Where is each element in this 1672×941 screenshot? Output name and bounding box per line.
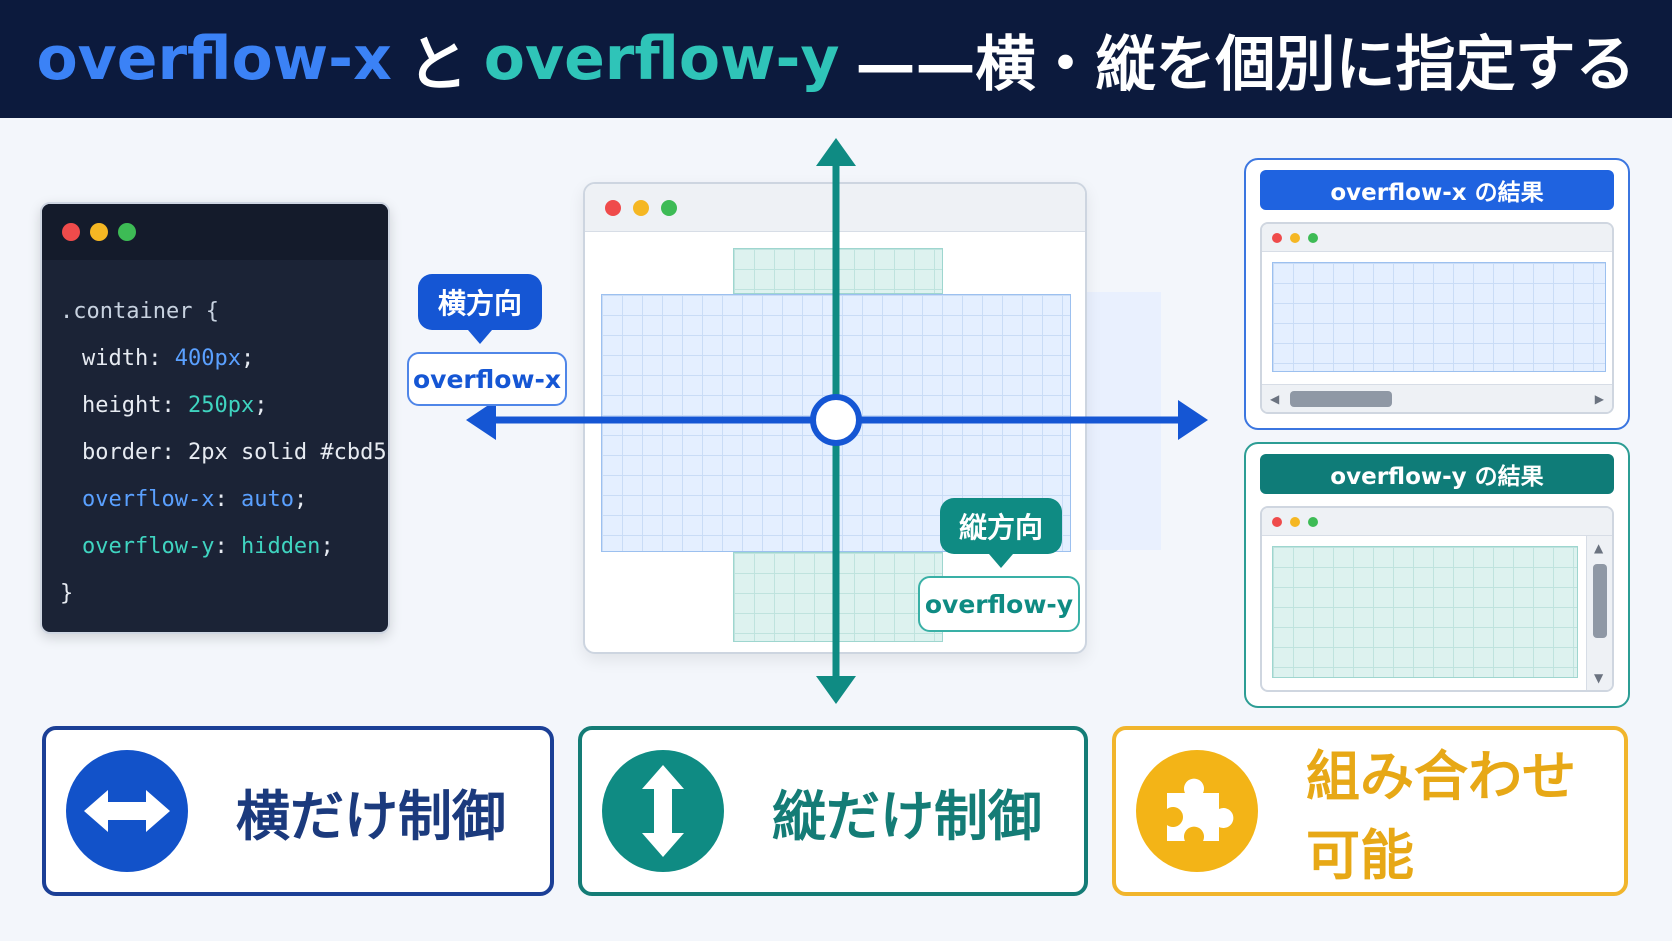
minimize-dot-icon	[1290, 516, 1300, 527]
scroll-up-icon[interactable]: ▲	[1594, 541, 1604, 555]
overflow-y-mini-window: ▲ ▼	[1260, 506, 1614, 692]
maximize-dot-icon	[118, 223, 136, 241]
overflow-x-result-card: overflow-x の結果 ◀ ▶	[1244, 158, 1630, 430]
overflow-x-content-grid	[1272, 262, 1606, 372]
scroll-down-icon[interactable]: ▼	[1594, 671, 1604, 685]
overflow-y-content-grid	[1272, 546, 1578, 678]
code-line-overflow-y: overflow-y: hidden;	[82, 534, 334, 559]
feature-combinable-label: 組み合わせ可能	[1306, 745, 1576, 887]
vertical-content-bottom	[733, 552, 943, 642]
overflow-x-mini-window: ◀ ▶	[1260, 222, 1614, 414]
minimize-dot-icon	[633, 199, 649, 216]
scroll-right-icon[interactable]: ▶	[1594, 392, 1604, 406]
feature-vertical-label: 縦だけ制御	[772, 784, 1042, 848]
overflow-x-tag: overflow-x	[407, 352, 567, 406]
horizontal-arrows-icon	[66, 750, 188, 872]
mini-window-bar	[1262, 224, 1612, 252]
minimize-dot-icon	[90, 223, 108, 241]
right-arrow-icon	[1178, 400, 1208, 440]
horizontal-direction-label: 横方向	[418, 274, 542, 344]
feature-combinable: 組み合わせ可能	[1112, 726, 1628, 896]
overflow-x-result-title: overflow-x の結果	[1260, 170, 1614, 210]
code-line-overflow-x: overflow-x: auto;	[82, 487, 308, 512]
code-line-border: border: 2px solid #cbd5e1;	[82, 440, 388, 465]
mini-window-bar	[1262, 508, 1612, 536]
overflow-y-result-title: overflow-y の結果	[1260, 454, 1614, 494]
up-arrow-icon	[816, 138, 856, 166]
browser-bar	[585, 184, 1085, 232]
left-arrow-icon	[466, 400, 496, 440]
title-rest: ——横・縦を個別に指定する	[855, 29, 1636, 100]
maximize-dot-icon	[1308, 516, 1318, 527]
vertical-scrollbar[interactable]: ▲ ▼	[1586, 536, 1612, 690]
overflow-y-tag: overflow-y	[918, 576, 1080, 632]
feature-horizontal-only: 横だけ制御	[42, 726, 554, 896]
minimize-dot-icon	[1290, 232, 1300, 243]
code-line-height: height: 250px;	[82, 393, 268, 418]
horizontal-scroll-thumb[interactable]	[1290, 391, 1392, 407]
feature-vertical-only: 縦だけ制御	[578, 726, 1088, 896]
overflow-y-result-card: overflow-y の結果 ▲ ▼	[1244, 442, 1630, 708]
page-title: overflow-x と overflow-y ——横・縦を個別に指定する	[0, 0, 1672, 118]
title-overflow-x: overflow-x	[36, 24, 392, 94]
code-panel: .container { width: 400px; height: 250px…	[40, 202, 390, 634]
vertical-content-top	[733, 248, 943, 294]
title-overflow-y: overflow-y	[483, 24, 840, 94]
puzzle-icon	[1136, 750, 1258, 872]
close-dot-icon	[1272, 516, 1282, 527]
code-window-bar	[42, 204, 388, 260]
code-text: .container { width: 400px; height: 250px…	[42, 260, 388, 617]
close-dot-icon	[62, 223, 80, 241]
scroll-left-icon[interactable]: ◀	[1270, 392, 1280, 406]
code-line-close: }	[60, 581, 74, 606]
close-dot-icon	[605, 199, 621, 216]
down-arrow-icon	[816, 676, 856, 704]
overflow-right-area	[1085, 292, 1161, 550]
feature-horizontal-label: 横だけ制御	[236, 784, 506, 848]
vertical-scroll-thumb[interactable]	[1593, 564, 1607, 638]
code-line-selector: .container {	[60, 299, 219, 324]
title-and: と	[407, 29, 468, 100]
close-dot-icon	[1272, 232, 1282, 243]
maximize-dot-icon	[661, 199, 677, 216]
maximize-dot-icon	[1308, 232, 1318, 243]
vertical-direction-label: 縦方向	[940, 498, 1062, 568]
vertical-arrows-icon	[602, 750, 724, 872]
code-line-width: width: 400px;	[82, 346, 255, 371]
horizontal-scrollbar[interactable]: ◀ ▶	[1262, 384, 1612, 412]
